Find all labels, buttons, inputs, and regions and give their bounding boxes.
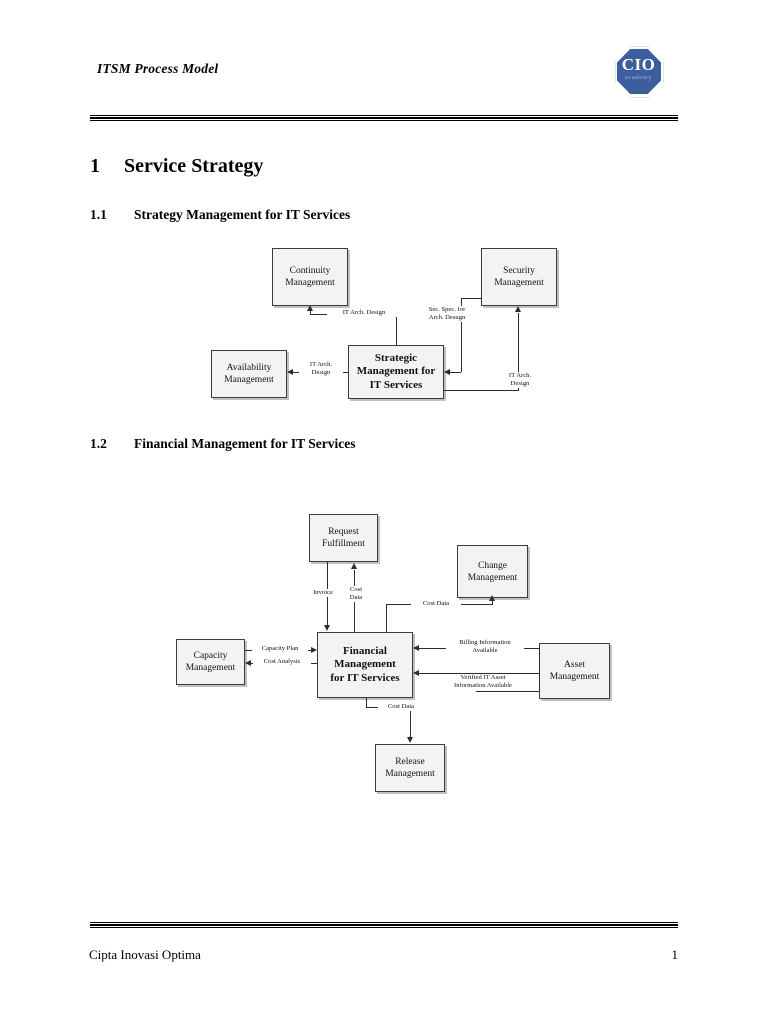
node-label: Release Management bbox=[385, 757, 435, 779]
edge-financial-to-release-stub bbox=[366, 698, 367, 707]
arrowhead-to-financial-verified bbox=[413, 669, 419, 676]
node-label: Request Fulfillment bbox=[322, 527, 365, 549]
arrowhead-to-financial-billing bbox=[413, 644, 419, 651]
edge-asset-to-financial-billing-riser bbox=[539, 648, 540, 670]
edge-strategic-to-continuity-vertical bbox=[396, 314, 397, 345]
node-change-management[interactable]: Change Management bbox=[457, 545, 528, 598]
node-label: Availability Management bbox=[224, 363, 274, 385]
logo-outline-shape bbox=[615, 46, 664, 98]
node-request-fulfillment[interactable]: Request Fulfillment bbox=[309, 514, 378, 562]
header-title: ITSM Process Model bbox=[97, 61, 219, 76]
heading-1-text: Service Strategy bbox=[124, 155, 264, 177]
arrowhead-to-strategic-from-security bbox=[444, 368, 450, 375]
edge-label-it-arch-design-security: IT Arch. Design bbox=[497, 372, 543, 388]
heading-1-1-strategy-management: 1.1 Strategy Management for IT Services bbox=[90, 207, 350, 223]
node-security-management[interactable]: Security Management bbox=[481, 248, 557, 306]
rule-line-thin-bottom bbox=[90, 927, 678, 928]
node-label: Change Management bbox=[467, 560, 518, 583]
edge-security-to-strategic-top bbox=[461, 298, 482, 299]
edge-label-cost-data-change: Cost Data bbox=[411, 600, 461, 608]
heading-1-2-text: Financial Management for IT Services bbox=[134, 436, 356, 451]
edge-label-it-arch-design-continuity: IT Arch. Design bbox=[327, 309, 401, 317]
node-asset-management[interactable]: Asset Management bbox=[539, 643, 610, 699]
arrowhead-to-financial-capacity-plan bbox=[311, 646, 317, 653]
edge-financial-to-release-vertical bbox=[410, 707, 411, 737]
footer-company-name: Cipta Inovasi Optima bbox=[89, 947, 201, 962]
edge-label-cost-data-request: Cost Data bbox=[341, 586, 371, 602]
rule-line-thin-top bbox=[90, 115, 678, 116]
node-label: Capacity Management bbox=[185, 651, 236, 673]
edge-strategic-to-continuity-riser bbox=[310, 311, 311, 315]
logo-mark-text: CIO bbox=[621, 55, 656, 74]
arrowhead-to-capacity-cost-analysis bbox=[245, 659, 251, 666]
arrowhead-to-change bbox=[488, 595, 495, 601]
rule-line-thin-top bbox=[90, 922, 678, 923]
arrowhead-to-financial-invoice bbox=[323, 625, 330, 631]
edge-label-billing-information-available: Billing Information Available bbox=[446, 639, 524, 655]
rule-line-thin-bottom bbox=[90, 120, 678, 121]
logo-octagon-shape bbox=[617, 49, 661, 94]
header-divider-rule bbox=[90, 115, 678, 123]
edge-label-cost-analysis: Cost Analysis bbox=[253, 658, 311, 666]
edge-financial-to-change-vertical bbox=[386, 604, 387, 632]
edge-label-sec-spec-for-arch-desugn: Sec. Spec. for Arch. Desugn bbox=[415, 306, 479, 322]
node-capacity-management[interactable]: Capacity Management bbox=[176, 639, 245, 685]
node-label: Security Management bbox=[494, 266, 544, 288]
heading-1-1-number: 1.1 bbox=[90, 207, 107, 222]
edge-label-capacity-plan: Capacity Plan bbox=[252, 645, 308, 653]
node-availability-management[interactable]: Availability Management bbox=[211, 350, 287, 398]
edge-label-invoice: Invoice bbox=[305, 589, 341, 597]
edge-label-it-arch-design-availability: IT Arch. Design bbox=[299, 361, 343, 377]
heading-1-number: 1 bbox=[90, 155, 100, 177]
heading-1-service-strategy: 1 Service Strategy bbox=[90, 155, 263, 178]
cio-academy-logo: CIO academy bbox=[611, 44, 666, 99]
arrowhead-to-release bbox=[406, 737, 413, 743]
node-label: Asset Management bbox=[549, 660, 600, 682]
node-strategic-management-for-it-services[interactable]: Strategic Management for IT Services bbox=[348, 345, 444, 399]
logo-tagline-text: academy bbox=[624, 74, 653, 81]
edge-asset-to-financial-billing-top bbox=[539, 648, 540, 649]
edge-strategic-to-security-vertical bbox=[518, 313, 519, 391]
rule-line-thick bbox=[90, 117, 678, 119]
node-label: Continuity Management bbox=[285, 266, 335, 288]
footer-page-number: 1 bbox=[671, 947, 679, 962]
heading-1-2-number: 1.2 bbox=[90, 436, 107, 451]
heading-1-2-financial-management: 1.2 Financial Management for IT Services bbox=[90, 436, 355, 452]
arrowhead-to-request-cost-data bbox=[350, 563, 357, 569]
node-label: Financial Management for IT Services bbox=[330, 644, 400, 684]
edge-label-cost-data-release: Cost Data bbox=[378, 703, 424, 711]
rule-line-thick bbox=[90, 924, 678, 926]
footer-divider-rule bbox=[90, 922, 678, 930]
node-release-management[interactable]: Release Management bbox=[375, 744, 445, 792]
edge-financial-to-change-riser bbox=[492, 601, 493, 605]
arrowhead-to-availability bbox=[287, 368, 293, 375]
edge-security-to-strategic-vertical bbox=[461, 298, 462, 372]
node-label: Strategic Management for IT Services bbox=[356, 351, 436, 391]
arrowhead-to-continuity bbox=[306, 305, 313, 311]
edge-strategic-to-security-horizontal bbox=[444, 390, 519, 391]
edge-asset-to-financial-verified-bottom bbox=[476, 691, 539, 692]
edge-asset-to-financial-verified-riser bbox=[539, 673, 540, 691]
edge-security-to-strategic-entry bbox=[450, 372, 461, 373]
node-financial-management-for-it-services[interactable]: Financial Management for IT Services bbox=[317, 632, 413, 698]
arrowhead-to-security bbox=[515, 306, 521, 312]
edge-label-verified-it-asset-information-available: Verified IT Asset Information Available bbox=[440, 674, 526, 690]
edge-asset-to-financial-verified-horizontal bbox=[419, 673, 539, 674]
heading-1-1-text: Strategy Management for IT Services bbox=[134, 207, 351, 222]
